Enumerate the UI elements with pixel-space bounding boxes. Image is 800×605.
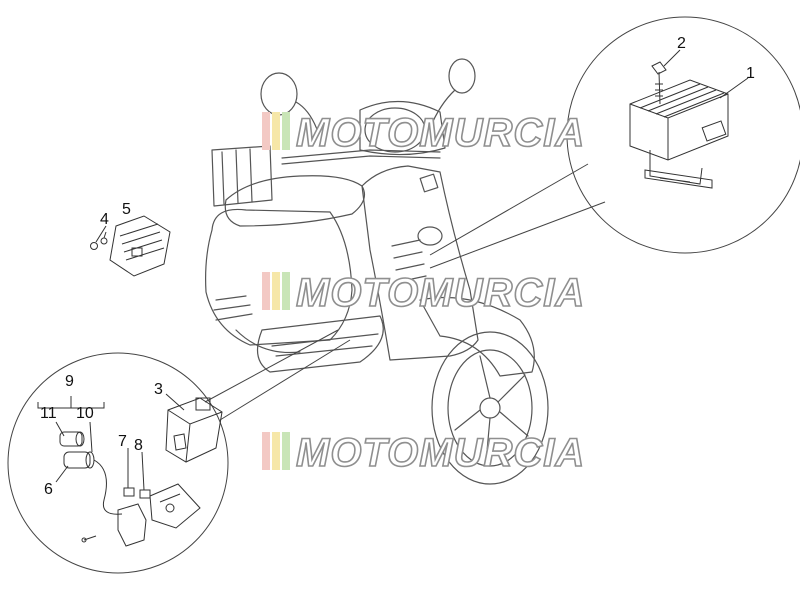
watermark-stripe bbox=[262, 272, 270, 310]
washer-part-4 bbox=[90, 242, 98, 250]
watermark-text: MOTOMURCIA bbox=[296, 271, 585, 315]
watermark-stripe bbox=[272, 432, 280, 470]
left-mirror-stem bbox=[295, 101, 319, 133]
pickup-assembly bbox=[59, 431, 201, 547]
watermark-middle: MOTOMURCIA bbox=[262, 270, 585, 316]
callout-1: 1 bbox=[746, 65, 755, 82]
watermark-stripe bbox=[282, 432, 290, 470]
callout-11: 11 bbox=[40, 405, 57, 422]
watermark-stripe bbox=[272, 112, 280, 150]
small-regulator bbox=[90, 215, 171, 277]
cable bbox=[93, 459, 123, 515]
zoom-circle-module bbox=[7, 352, 229, 574]
right-mirror bbox=[448, 58, 476, 94]
callout-numbers: 1 2 3 4 5 6 7 8 9 10 11 bbox=[40, 35, 755, 498]
callout-10: 10 bbox=[76, 405, 94, 422]
spacer-part-8 bbox=[139, 489, 151, 499]
zoom-callouts bbox=[7, 16, 800, 574]
number-leaders bbox=[37, 49, 749, 491]
callout-7: 7 bbox=[118, 433, 127, 450]
callout-5: 5 bbox=[122, 201, 131, 218]
mount-bracket bbox=[149, 483, 201, 529]
zoom-circle-regulator bbox=[566, 16, 800, 254]
watermark-stripe bbox=[282, 272, 290, 310]
watermark-top: MOTOMURCIA bbox=[262, 110, 585, 156]
scooter-illustration bbox=[205, 58, 549, 485]
callout-3: 3 bbox=[154, 381, 163, 398]
watermark-stripe bbox=[272, 272, 280, 310]
voltage-regulator bbox=[629, 61, 729, 189]
watermark-text: MOTOMURCIA bbox=[296, 431, 585, 475]
spacer-part-7 bbox=[123, 487, 135, 497]
zoom-leader-lower bbox=[204, 329, 339, 403]
bolt-part-2 bbox=[651, 61, 667, 75]
watermark-stripe bbox=[282, 112, 290, 150]
watermark-bottom: MOTOMURCIA bbox=[262, 430, 585, 476]
rear-wheel bbox=[235, 329, 301, 354]
callout-2: 2 bbox=[677, 35, 686, 52]
connector-part-11 bbox=[59, 431, 83, 447]
watermark-stripe bbox=[262, 112, 270, 150]
front-fender bbox=[419, 296, 535, 377]
regulator-bracket bbox=[644, 169, 713, 189]
sensor bbox=[117, 503, 147, 547]
callout-9: 9 bbox=[65, 373, 74, 390]
rear-rack bbox=[211, 145, 273, 207]
leg-shield bbox=[361, 165, 479, 361]
rear-body bbox=[205, 208, 353, 346]
ecu-module bbox=[165, 397, 223, 463]
headset bbox=[359, 100, 446, 156]
callout-4: 4 bbox=[100, 211, 109, 228]
seat bbox=[224, 175, 365, 227]
nut-part-5 bbox=[100, 237, 108, 245]
callout-8: 8 bbox=[134, 437, 143, 454]
watermark-stripe bbox=[262, 432, 270, 470]
callout-6: 6 bbox=[44, 481, 53, 498]
floorboard bbox=[256, 315, 384, 373]
watermark-text: MOTOMURCIA bbox=[296, 111, 585, 155]
right-mirror-stem bbox=[429, 89, 456, 129]
front-wheel bbox=[431, 331, 549, 485]
connector-part-6 bbox=[63, 451, 91, 469]
zoom-leader-upper bbox=[429, 163, 589, 256]
left-mirror bbox=[260, 72, 298, 116]
